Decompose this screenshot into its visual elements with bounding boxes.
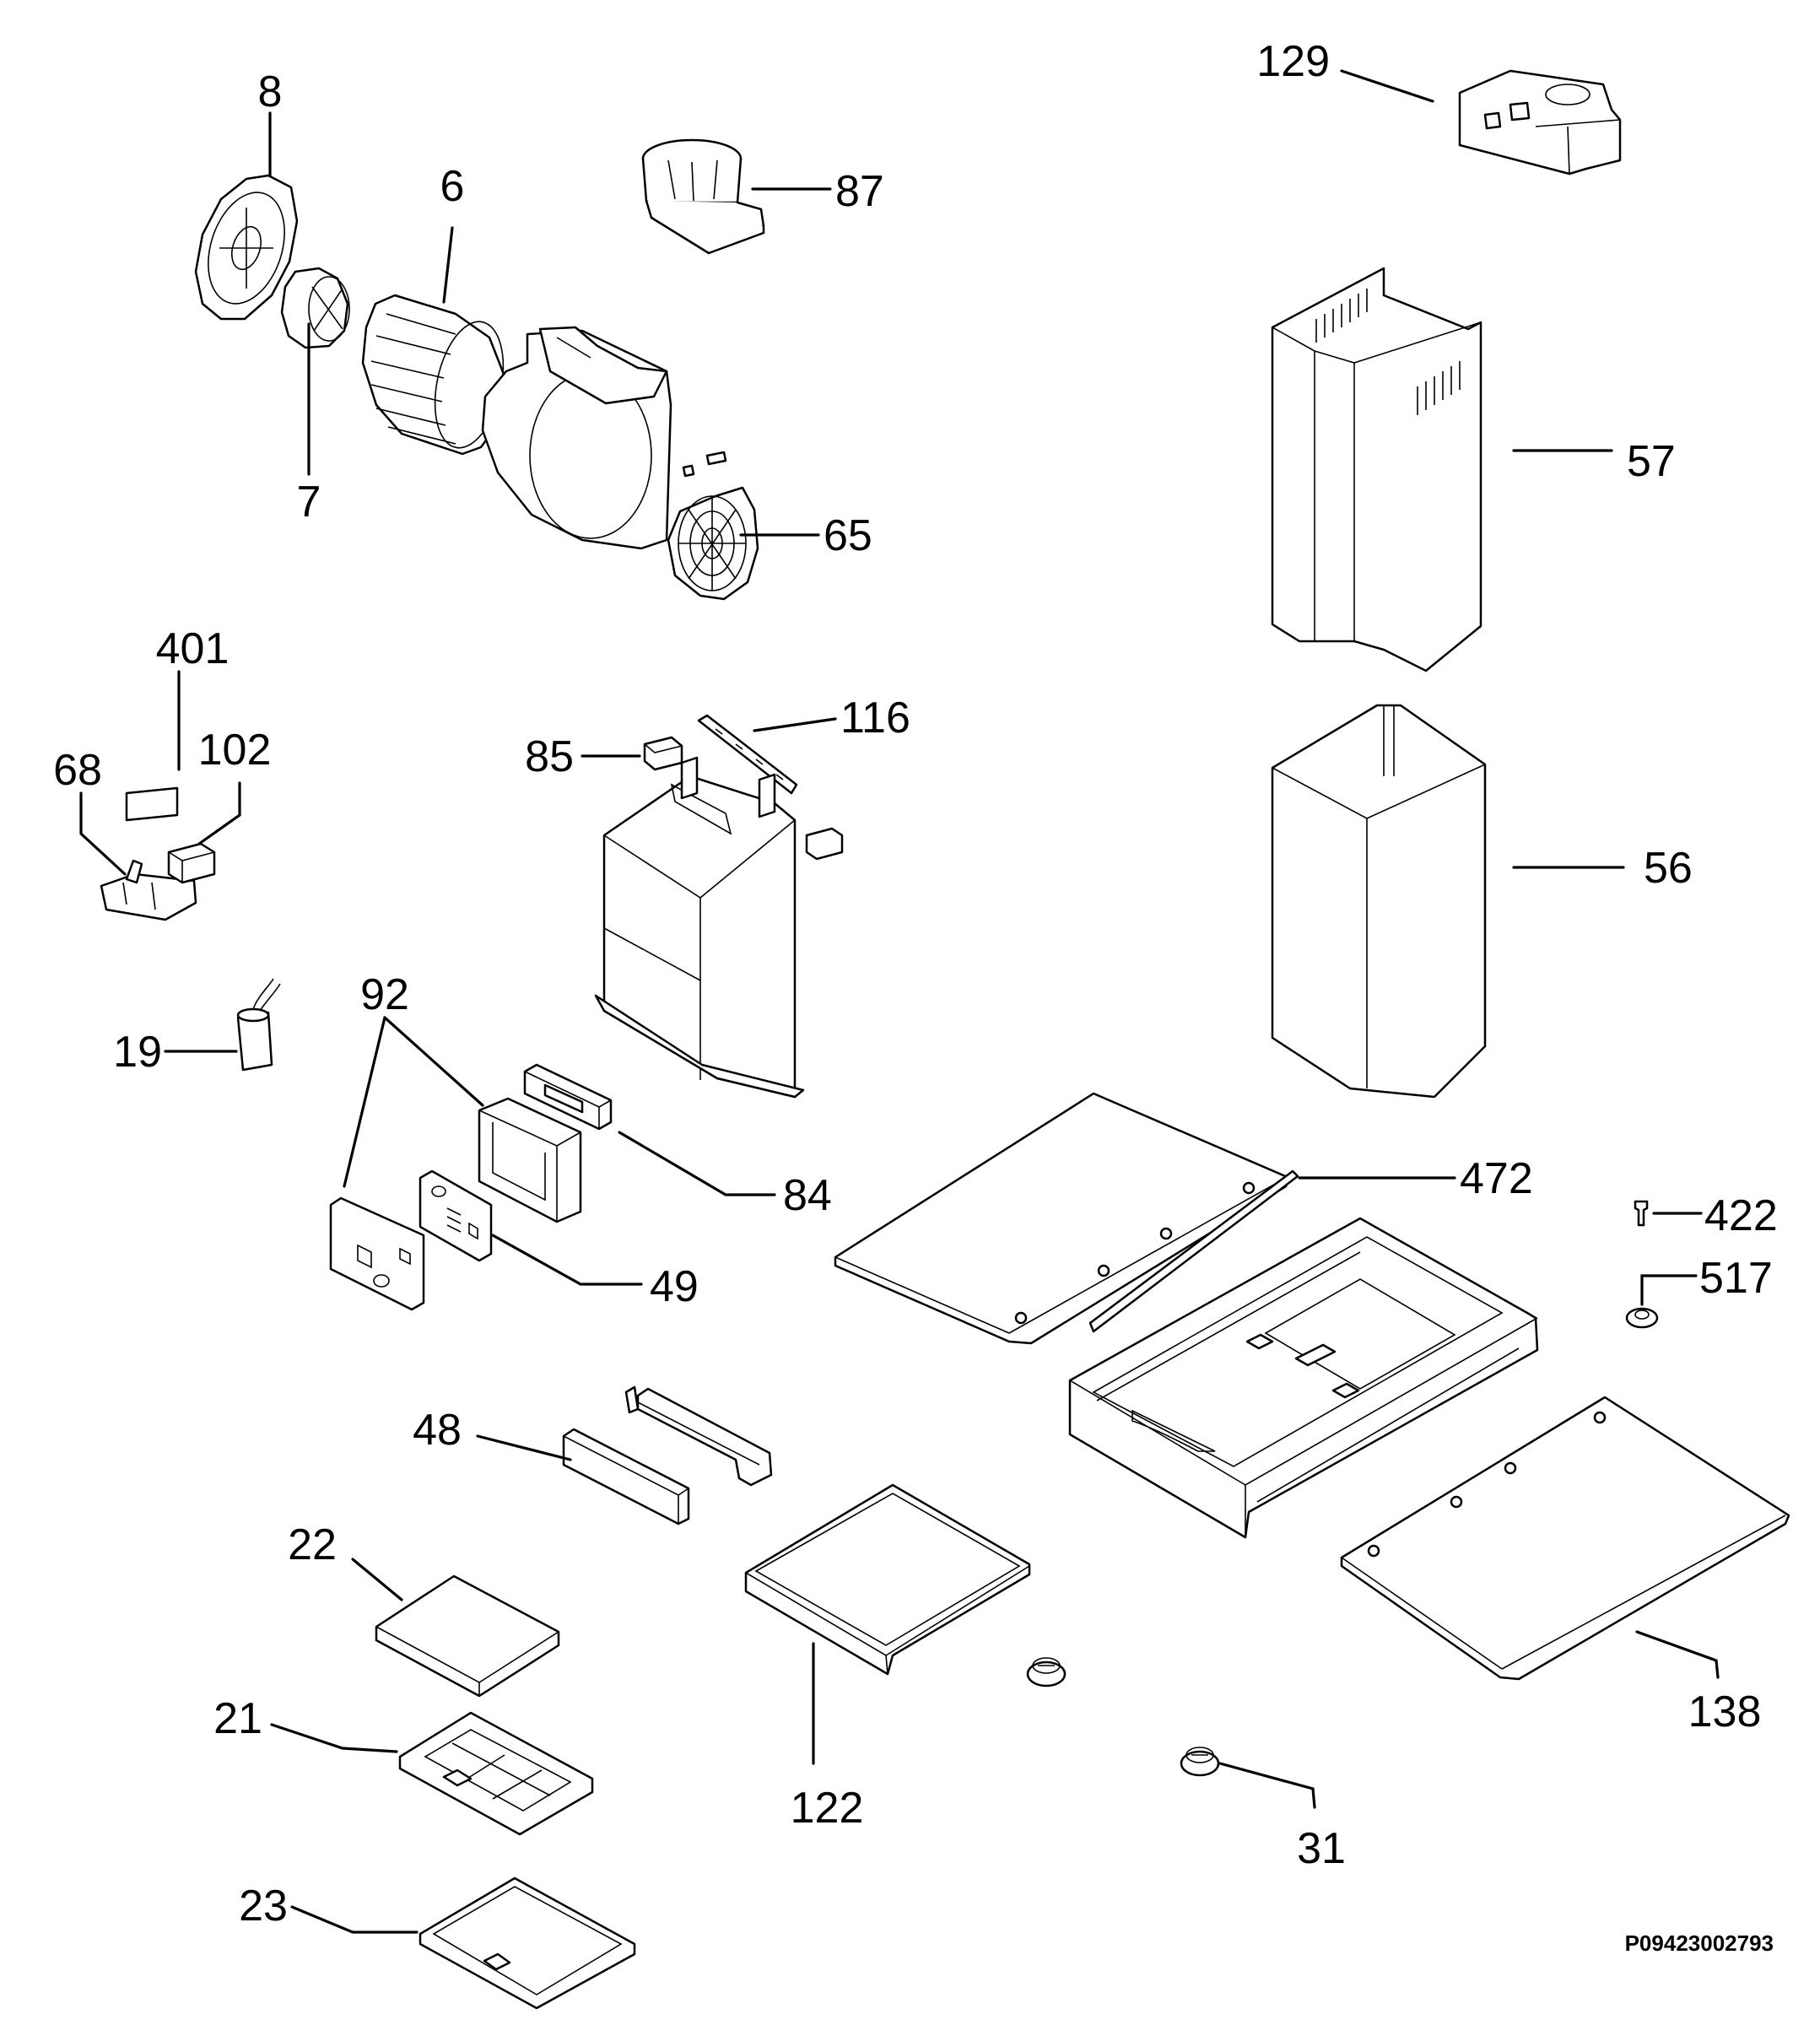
leader-49 — [491, 1234, 643, 1286]
part-56-lower-chimney — [1271, 704, 1487, 1099]
callout-517: 517 — [1699, 1254, 1773, 1303]
part-19-capacitor — [236, 978, 281, 1072]
leader-21 — [270, 1723, 398, 1753]
callout-31: 31 — [1297, 1824, 1346, 1873]
leader-lines — [79, 69, 1720, 1934]
part-31-knob-a — [1026, 1657, 1067, 1688]
part-49-pcb — [419, 1169, 493, 1262]
callout-68: 68 — [53, 746, 102, 795]
callout-19: 19 — [113, 1028, 162, 1077]
callout-22: 22 — [288, 1520, 337, 1569]
part-8-motor-plate — [194, 174, 299, 321]
callout-472: 472 — [1460, 1154, 1533, 1203]
leader-92-b — [383, 1016, 484, 1107]
leader-116 — [753, 717, 837, 732]
part-22-charcoal-filter — [375, 1574, 560, 1698]
part-122-front-panel — [744, 1483, 1031, 1676]
callout-49: 49 — [650, 1262, 699, 1311]
part-7-motor — [280, 267, 350, 349]
leader-129 — [1340, 69, 1434, 103]
callout-138: 138 — [1688, 1688, 1762, 1736]
part-138-filter-panel — [1340, 1396, 1790, 1681]
part-92-control-panel — [329, 1196, 425, 1311]
callout-23: 23 — [239, 1882, 288, 1930]
chimney-vent-slots-upper — [1315, 289, 1461, 415]
leader-84 — [618, 1131, 776, 1196]
part-68-switch-holder — [100, 859, 197, 921]
leader-23 — [290, 1905, 419, 1934]
part-102-box — [167, 842, 216, 884]
hood-body — [1068, 1217, 1539, 1539]
part-401-label — [125, 786, 179, 822]
callout-65: 65 — [824, 511, 872, 560]
callout-85: 85 — [525, 732, 574, 781]
callout-129: 129 — [1256, 37, 1330, 86]
callout-87: 87 — [835, 167, 884, 216]
part-422-screw — [1634, 1200, 1649, 1227]
part-65-grille — [667, 451, 759, 601]
part-517-grommet — [1625, 1307, 1659, 1329]
callout-122: 122 — [791, 1784, 864, 1833]
callout-422: 422 — [1704, 1191, 1778, 1240]
part-92-control-housing — [478, 1097, 582, 1223]
part-85-clip — [643, 736, 683, 771]
callout-56: 56 — [1644, 844, 1693, 893]
callout-116: 116 — [840, 694, 910, 742]
part-84-transformer — [523, 1063, 613, 1131]
callout-6: 6 — [440, 162, 465, 211]
leader-138 — [1635, 1630, 1720, 1679]
leader-48 — [476, 1434, 572, 1461]
leader-517 — [1640, 1274, 1698, 1306]
callout-401: 401 — [156, 624, 230, 673]
part-48-rails — [562, 1385, 773, 1526]
part-23-grease-filter — [419, 1876, 636, 2010]
motor-frame — [594, 756, 844, 1099]
callout-8: 8 — [258, 68, 283, 116]
part-116-bracket-strip — [697, 714, 798, 795]
leader-68 — [79, 791, 127, 876]
leader-22 — [351, 1558, 403, 1601]
part-87-duct-adapter — [641, 138, 765, 255]
callout-labels: 8 6 7 87 65 129 57 56 401 102 68 85 116 … — [53, 37, 1778, 1930]
part-129-duct-connector — [1458, 69, 1622, 176]
leader-102 — [197, 781, 241, 845]
document-code: P09423002793 — [1625, 1930, 1774, 1956]
callout-48: 48 — [413, 1406, 462, 1455]
callout-92: 92 — [360, 970, 409, 1019]
leader-31 — [1218, 1762, 1316, 1809]
callout-21: 21 — [213, 1694, 262, 1743]
part-21-filter-frame — [398, 1711, 594, 1836]
callout-84: 84 — [783, 1171, 832, 1220]
leader-6 — [442, 226, 454, 304]
callout-57: 57 — [1627, 437, 1676, 486]
filter-panel-upper — [834, 1092, 1291, 1345]
callout-7: 7 — [297, 478, 321, 526]
blower-housing — [481, 326, 672, 550]
callout-102: 102 — [198, 726, 272, 775]
leader-92-a — [343, 1016, 386, 1188]
part-472-seal-strip — [1088, 1169, 1299, 1333]
part-31-knob-b — [1180, 1747, 1220, 1777]
part-57-upper-chimney — [1271, 267, 1482, 672]
